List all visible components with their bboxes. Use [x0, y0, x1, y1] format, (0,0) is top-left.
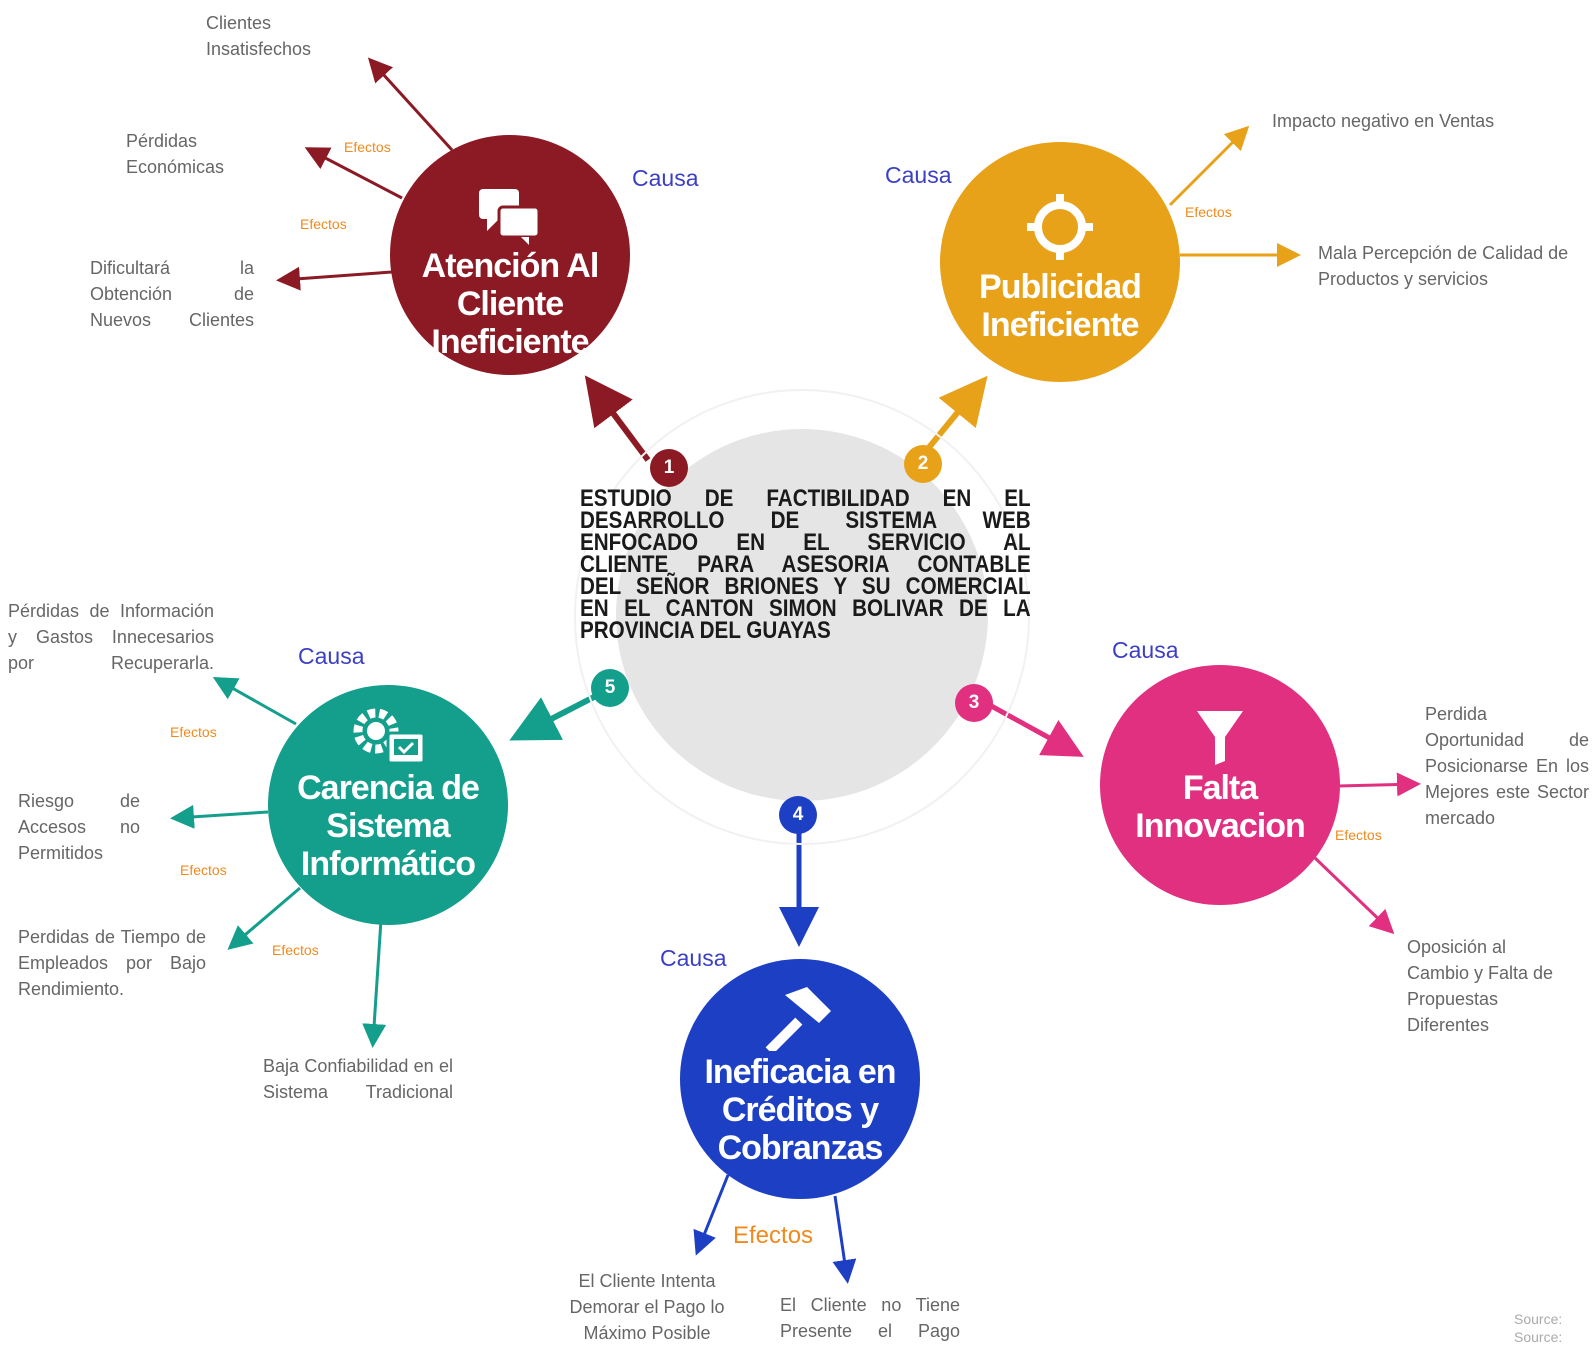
- effect-arrow-3b: [1313, 856, 1395, 935]
- causa-label: Causa: [1112, 637, 1179, 663]
- effect-arrow-5d: [362, 919, 387, 1048]
- cause-title-line: Créditos y: [721, 1091, 879, 1129]
- cause-title: Ineficacia en Créditos y Cobranzas: [704, 1053, 896, 1167]
- efectos-label: Efectos: [1185, 204, 1232, 220]
- funnel-icon: [1197, 711, 1243, 765]
- cause-title-line: Carencia de: [297, 769, 480, 807]
- source-line: Source:: [1514, 1311, 1563, 1327]
- effect-text: Perdidas de Tiempo de Empleados por Bajo…: [18, 927, 206, 999]
- efectos-label: Efectos: [300, 216, 347, 232]
- effect-text: Mala Percepción de Calidad de Productos …: [1318, 243, 1569, 289]
- effect-text: Oposición al Cambio y Falta de Propuesta…: [1407, 937, 1554, 1035]
- target-icon: [1027, 194, 1093, 260]
- cause-number-badge: 2: [904, 445, 942, 483]
- study-title-line: ESTUDIO DE FACTIBILIDAD EN EL: [580, 485, 1031, 512]
- chat-bubbles-icon: [479, 189, 541, 245]
- study-title-line: EN EL CANTON SIMON BOLIVAR DE LA: [580, 595, 1031, 622]
- causa-label: Causa: [298, 643, 365, 669]
- effect-arrow-5b: [170, 804, 269, 829]
- source-line: Source:: [1514, 1329, 1563, 1345]
- study-title-line: DESARROLLO DE SISTEMA WEB: [580, 507, 1031, 534]
- effect-arrow-1c: [276, 266, 393, 291]
- effect-text: Riesgo de Accesos no Permitidos: [18, 791, 140, 863]
- cause-node-creditos-cobranzas: Ineficacia en Créditos y Cobranzas: [680, 959, 920, 1199]
- effect-arrow-2a: [1168, 125, 1250, 207]
- cause-title-line: Sistema: [326, 807, 450, 845]
- effect-text: Dificultará la Obtención de Nuevos Clien…: [90, 258, 254, 330]
- effect-arrow-5c: [227, 886, 301, 950]
- gear-computer-icon: [353, 708, 426, 765]
- cause-number-badge: 3: [955, 684, 993, 722]
- efectos-label: Efectos: [1335, 827, 1382, 843]
- study-title: ESTUDIO DE FACTIBILIDAD EN EL DESARROLLO…: [580, 485, 1031, 644]
- cause-title-line: Ineficacia en: [704, 1053, 896, 1091]
- causa-label: Causa: [660, 945, 727, 971]
- effect-arrow-3a: [1337, 772, 1421, 797]
- effect-arrow-4b: [832, 1195, 857, 1284]
- arrow-to-cause-1: [584, 375, 651, 462]
- cause-title-line: Informático: [300, 845, 476, 883]
- cause-title-line: Cliente: [456, 285, 564, 323]
- effect-arrow-4a: [693, 1174, 730, 1256]
- efectos-label: Efectos: [170, 724, 217, 740]
- effect-text: Clientes Insatisfechos: [206, 13, 312, 59]
- cause-title-line: Publicidad: [979, 268, 1142, 306]
- cause-node-sistema-informatico: Carencia de Sistema Informático: [268, 685, 508, 925]
- arrow-to-cause-5: [509, 694, 596, 741]
- hub-circle: [616, 429, 988, 801]
- effect-arrow-1a: [367, 57, 454, 152]
- cause-number-badge: 1: [650, 449, 688, 487]
- cause-title-line: Atención Al: [421, 247, 600, 285]
- efectos-label: Efectos: [733, 1222, 814, 1249]
- cause-node-atencion-cliente: Atención Al Cliente Ineficiente: [390, 135, 630, 375]
- effect-text: Perdida Oportunidad de Posicionarse En l…: [1425, 704, 1589, 828]
- effect-text: Pérdidas Económicas: [126, 131, 225, 177]
- study-title-line: ENFOCADO EN EL SERVICIO AL: [580, 529, 1031, 556]
- cause-node-falta-innovacion: Falta Innovacion: [1100, 665, 1340, 905]
- cause-title: Publicidad Ineficiente: [979, 268, 1142, 344]
- hammer-icon: [765, 987, 831, 1051]
- cause-title: Atención Al Cliente Ineficiente: [421, 247, 600, 361]
- cause-number-badge: 5: [591, 669, 629, 707]
- efectos-label: Efectos: [180, 862, 227, 878]
- effect-text: Pérdidas de Información y Gastos Inneces…: [8, 601, 214, 673]
- cause-title: Falta Innovacion: [1135, 769, 1305, 845]
- study-title-line: DEL SEÑOR BRIONES Y SU COMERCIAL: [580, 573, 1031, 600]
- source-note: Source: Source:: [1514, 1310, 1562, 1346]
- study-title-line: PROVINCIA DEL GUAYAS: [580, 617, 831, 644]
- effect-text: Baja Confiabilidad en el Sistema Tradici…: [263, 1056, 453, 1102]
- effect-text: El Cliente no Tiene Presente el Pago: [780, 1295, 960, 1341]
- efectos-label: Efectos: [344, 139, 391, 155]
- cause-title-line: Falta: [1182, 769, 1258, 807]
- effect-text: El Cliente Intenta Demorar el Pago lo Má…: [569, 1271, 725, 1343]
- efectos-label: Efectos: [272, 942, 319, 958]
- causa-label: Causa: [632, 165, 699, 191]
- cause-node-publicidad: Publicidad Ineficiente: [940, 142, 1180, 382]
- effect-text: Impacto negativo en Ventas: [1272, 111, 1495, 131]
- effect-arrow-1b: [304, 147, 403, 200]
- hub-ring: [574, 389, 1030, 845]
- study-title-line: CLIENTE PARA ASESORIA CONTABLE: [580, 551, 1031, 578]
- causa-label: Causa: [885, 162, 952, 188]
- effect-arrow-5a: [212, 677, 297, 726]
- cause-title-line: Ineficiente: [431, 323, 589, 361]
- cause-title-line: Innovacion: [1135, 807, 1305, 845]
- cause-title-line: Ineficiente: [981, 306, 1139, 344]
- cause-number-badge: 4: [779, 796, 817, 834]
- cause-title: Carencia de Sistema Informático: [297, 769, 480, 883]
- cause-title-line: Cobranzas: [717, 1129, 884, 1167]
